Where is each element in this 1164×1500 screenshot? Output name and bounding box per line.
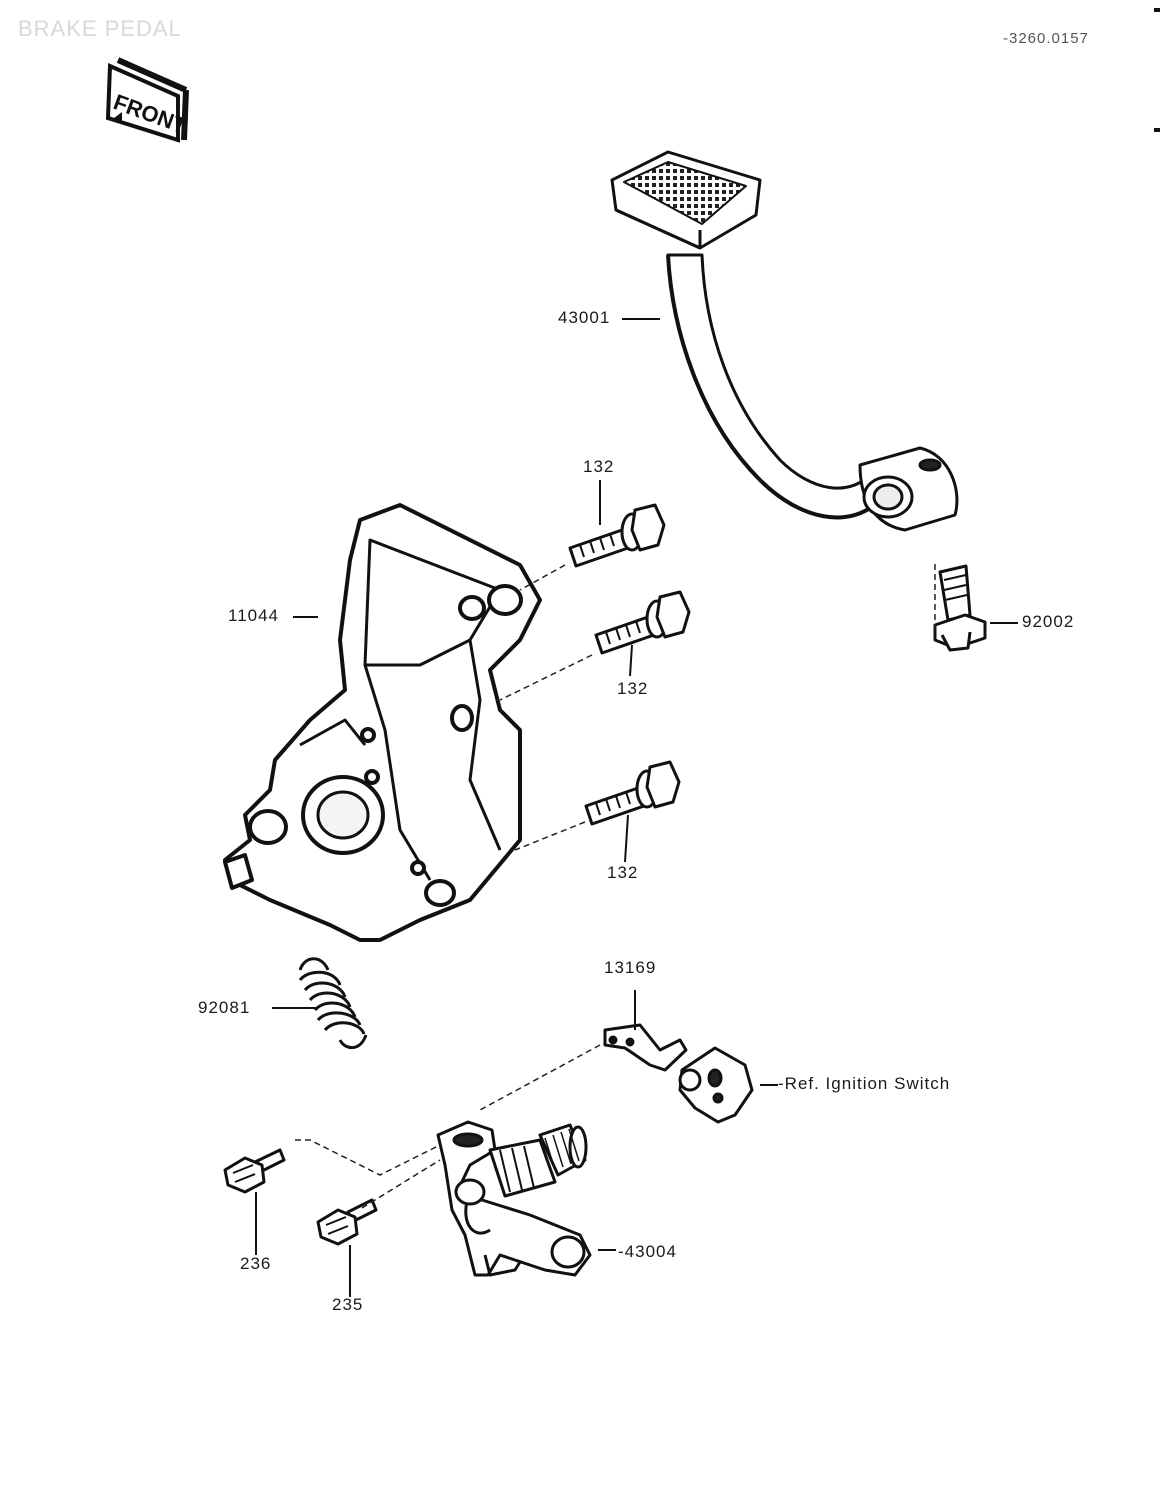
part-label-ref-ignition-switch: -Ref. Ignition Switch — [778, 1074, 951, 1093]
part-label-235: 235 — [332, 1295, 364, 1314]
part-label-43004: -43004 — [618, 1242, 677, 1261]
part-label-92081: 92081 — [198, 998, 251, 1017]
part-label-236: 236 — [240, 1254, 272, 1273]
bolt-132-middle — [594, 590, 691, 655]
lever-13169 — [603, 1023, 688, 1072]
part-label-132-bottom: 132 — [607, 863, 639, 882]
part-label-132-middle: 132 — [617, 679, 649, 698]
brake-pedal-43001 — [610, 150, 959, 532]
part-label-132-top: 132 — [583, 457, 615, 476]
bolt-92002 — [933, 564, 987, 652]
diagram-title: BRAKE PEDAL — [18, 16, 182, 41]
part-label-13169: 13169 — [604, 958, 657, 977]
bracket-11044 — [223, 503, 542, 942]
ignition-switch — [678, 1046, 754, 1124]
spring-92081 — [298, 957, 368, 1050]
front-stamp: FRONT — [105, 57, 191, 143]
screw-235 — [316, 1198, 378, 1246]
bolt-132-bottom — [584, 760, 681, 826]
part-label-11044: 11044 — [228, 606, 280, 625]
bolt-132-top — [568, 503, 666, 568]
shaft-arm-43004 — [436, 1120, 592, 1277]
part-label-43001: 43001 — [558, 308, 611, 327]
diagram-code: -3260.0157 — [1003, 30, 1089, 47]
leader-lines — [255, 318, 1018, 1297]
edge-mark — [1154, 128, 1160, 132]
assembly-lines — [295, 560, 936, 1209]
screw-236 — [223, 1148, 286, 1194]
edge-mark — [1154, 8, 1160, 12]
part-label-92002: 92002 — [1022, 612, 1075, 631]
